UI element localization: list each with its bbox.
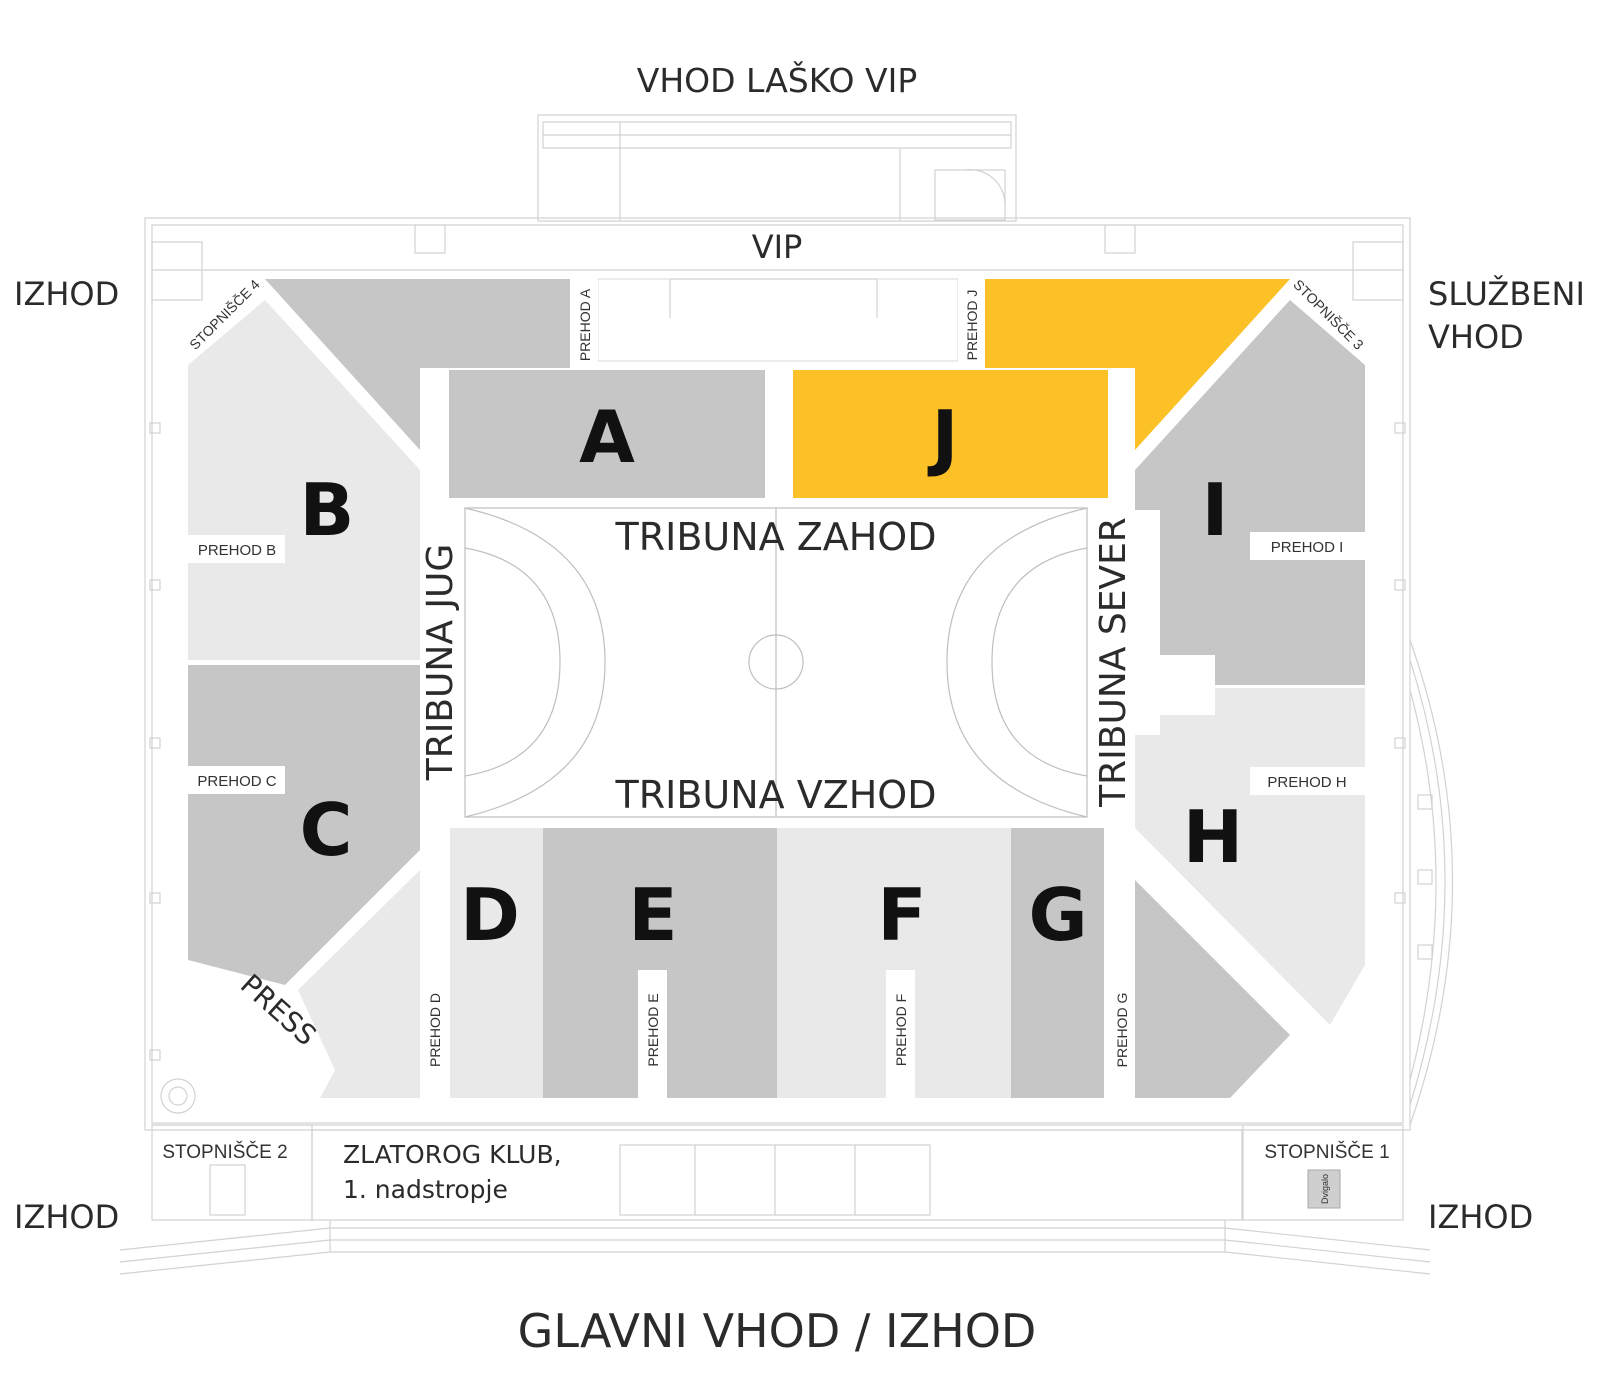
service-entrance-label-1: SLUŽBENI [1428,275,1585,313]
club-label-line1: ZLATOROG KLUB, [343,1140,562,1169]
passage-label-a: PREHOD A [577,288,593,361]
sector-label-I: I [1202,468,1229,552]
sector-label-E: E [628,873,677,957]
tribune-north-label: TRIBUNA SEVER [1093,517,1134,808]
passage-label-j: PREHOD J [964,290,980,361]
exit-bottom-left-label: IZHOD [14,1198,119,1236]
stairs-1-label: STOPNIŠČE 1 [1264,1141,1389,1163]
club-label-line2: 1. nadstropje [343,1175,508,1204]
passage-gaps [420,279,1215,1098]
main-entrance-label: GLAVNI VHOD / IZHOD [518,1304,1037,1358]
sector-label-B: B [300,468,355,552]
vip-entrance-label: VHOD LAŠKO VIP [637,60,917,100]
sector-D[interactable] [450,828,543,1098]
sector-label-C: C [300,788,353,872]
passage-label-g: PREHOD G [1114,993,1130,1068]
sector-J[interactable] [793,279,1290,498]
passage-labels [188,532,1365,795]
tribune-east-label: TRIBUNA VZHOD [615,773,937,817]
exit-top-left-label: IZHOD [14,275,119,313]
passage-label-f: PREHOD F [893,994,909,1066]
sector-G[interactable] [1011,828,1104,1098]
building-outline [119,114,1454,1275]
sector-label-D: D [460,873,520,957]
vip-area[interactable] [597,278,959,362]
tribune-west-label: TRIBUNA ZAHOD [615,515,937,559]
sector-label-H: H [1183,795,1243,879]
exit-bottom-right-label: IZHOD [1428,1198,1533,1236]
vip-label: VIP [752,228,803,266]
sector-H[interactable] [1135,688,1365,1098]
passage-label-d: PREHOD D [427,993,443,1067]
passage-label-h: PREHOD H [1267,774,1346,791]
passage-label-c: PREHOD C [197,773,276,790]
stairs-2-label: STOPNIŠČE 2 [162,1141,287,1163]
tribune-south-label: TRIBUNA JUG [420,544,461,782]
sector-label-F: F [877,873,926,957]
sector-A[interactable] [265,279,765,498]
sector-label-J: J [927,395,959,479]
passage-label-i: PREHOD I [1271,539,1344,556]
elevator-label: Dvigalo [1320,1174,1330,1204]
elevator-box [1307,1169,1341,1209]
passage-label-b: PREHOD B [198,542,276,559]
passage-label-e: PREHOD E [645,993,661,1066]
sector-B[interactable] [188,300,420,660]
service-entrance-label-2: VHOD [1428,318,1524,356]
sector-I[interactable] [1135,300,1365,685]
sector-C[interactable] [188,665,420,1098]
playing-court [464,507,1088,818]
sector-label-G: G [1028,873,1087,957]
sector-label-A: A [579,395,635,479]
